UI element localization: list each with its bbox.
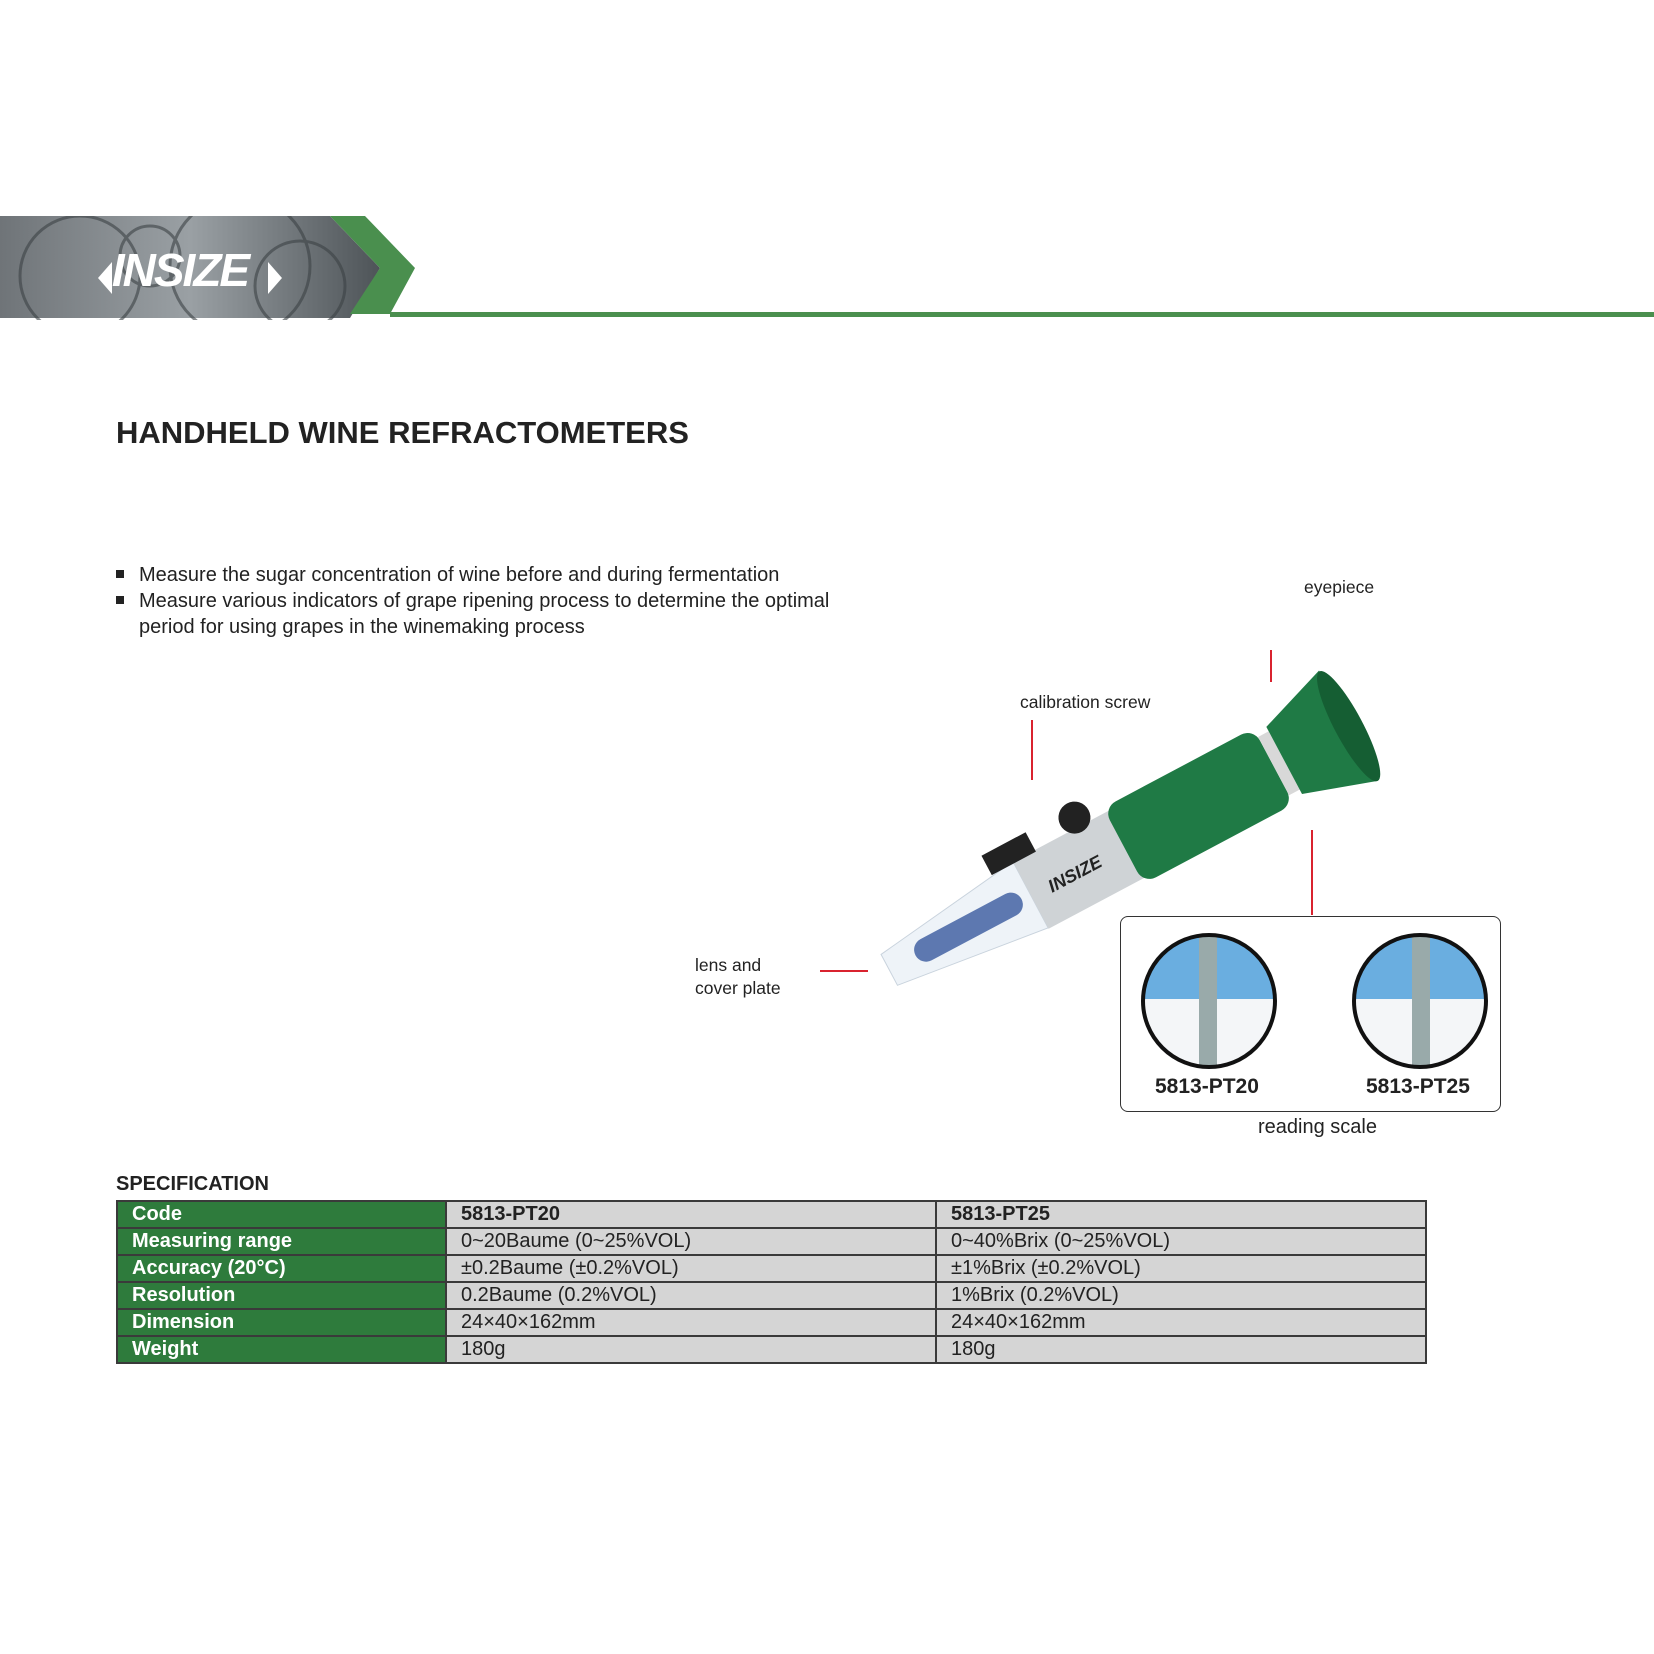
row-label: Dimension bbox=[116, 1308, 447, 1337]
cell-pt25: 0~40%Brix (0~25%VOL) bbox=[935, 1227, 1427, 1256]
cell-pt20: 0~20Baume (0~25%VOL) bbox=[445, 1227, 937, 1256]
refractometer-illustration: INSIZE bbox=[820, 650, 1381, 986]
cell-pt20: 0.2Baume (0.2%VOL) bbox=[445, 1281, 937, 1310]
reading-scale-box: 5813-PT20 5813-PT25 bbox=[1120, 916, 1501, 1112]
cell-pt25: 24×40×162mm bbox=[935, 1308, 1427, 1337]
scale-dial-pt20 bbox=[1141, 933, 1277, 1069]
insize-logo: INSIZE bbox=[98, 244, 282, 296]
cell-pt25: 180g bbox=[935, 1335, 1427, 1364]
calibration-screw-label: calibration screw bbox=[1020, 692, 1151, 712]
scale-code-pt25: 5813-PT25 bbox=[1366, 1075, 1470, 1098]
cell-pt20: 24×40×162mm bbox=[445, 1308, 937, 1337]
lens-label-line1: lens and bbox=[695, 955, 762, 975]
cell-pt25: 5813-PT25 bbox=[935, 1200, 1427, 1229]
row-label: Code bbox=[116, 1200, 447, 1229]
svg-text:INSIZE: INSIZE bbox=[112, 244, 252, 296]
scale-code-pt20: 5813-PT20 bbox=[1155, 1075, 1259, 1098]
feature-item: Measure various indicators of grape ripe… bbox=[116, 588, 839, 640]
eyepiece-label: eyepiece bbox=[1304, 577, 1375, 597]
reading-scale-label: reading scale bbox=[1258, 1116, 1377, 1138]
cell-pt25: 1%Brix (0.2%VOL) bbox=[935, 1281, 1427, 1310]
cell-pt25: ±1%Brix (±0.2%VOL) bbox=[935, 1254, 1427, 1283]
row-label: Weight bbox=[116, 1335, 447, 1364]
feature-list: Measure the sugar concentration of wine … bbox=[116, 562, 839, 640]
cell-pt20: 5813-PT20 bbox=[445, 1200, 937, 1229]
table-row: Accuracy (20°C)±0.2Baume (±0.2%VOL)±1%Br… bbox=[116, 1254, 1427, 1283]
feature-item: Measure the sugar concentration of wine … bbox=[116, 562, 839, 588]
brand-banner: INSIZE bbox=[0, 216, 1654, 320]
row-label: Resolution bbox=[116, 1281, 447, 1310]
lens-label-line2: cover plate bbox=[695, 978, 781, 998]
scale-dial-pt25 bbox=[1352, 933, 1488, 1069]
row-label: Accuracy (20°C) bbox=[116, 1254, 447, 1283]
cell-pt20: 180g bbox=[445, 1335, 937, 1364]
page-title: HANDHELD WINE REFRACTOMETERS bbox=[116, 415, 689, 450]
row-label: Measuring range bbox=[116, 1227, 447, 1256]
spec-title: SPECIFICATION bbox=[116, 1173, 269, 1195]
cell-pt20: ±0.2Baume (±0.2%VOL) bbox=[445, 1254, 937, 1283]
